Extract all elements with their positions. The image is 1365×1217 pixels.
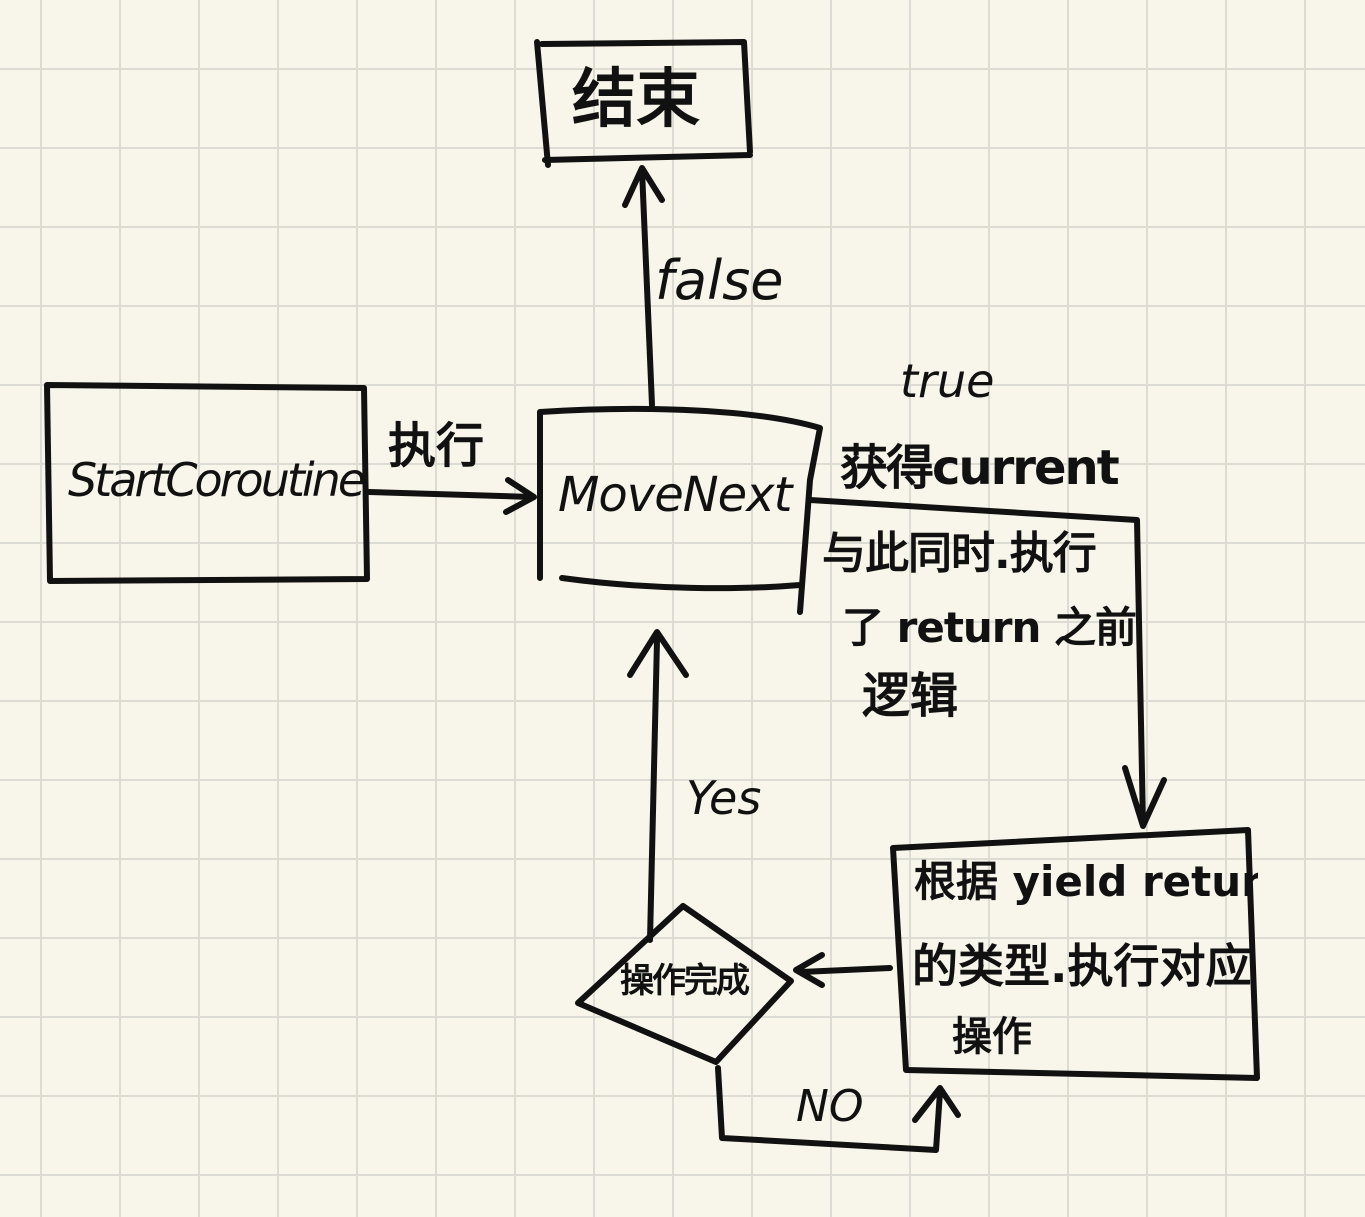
end-node-label: 结束 xyxy=(572,63,700,137)
yield-handler-line-1: 根据 yield return xyxy=(914,857,1258,906)
true-note-line-1: 获得current xyxy=(840,440,1120,496)
true-note-line-4: 逻辑 xyxy=(862,668,959,724)
yield-handler-line-3: 操作 xyxy=(952,1014,1032,1060)
no-edge-label: NO xyxy=(796,1081,864,1132)
true-note-line-2: 与此同时.执行 xyxy=(822,528,1097,579)
operation-done-label: 操作完成 xyxy=(620,961,750,1001)
yes-edge-label: Yes xyxy=(686,771,762,825)
operation-done-diamond xyxy=(575,903,794,1065)
execute-edge-label: 执行 xyxy=(388,418,485,474)
yield-handler-box xyxy=(890,827,1260,1081)
true-edge-label: true xyxy=(900,354,995,408)
edge-false-arrow xyxy=(622,165,665,408)
edge-to-decision-arrow xyxy=(793,952,893,988)
false-edge-label: false xyxy=(655,249,784,312)
edge-execute-arrow xyxy=(366,477,537,515)
edge-no-arrow xyxy=(715,1065,961,1153)
move-next-label: MoveNext xyxy=(558,467,792,523)
yield-handler-line-2: 的类型.执行对应 xyxy=(912,939,1252,993)
start-coroutine-label: StartCoroutine xyxy=(68,454,366,507)
true-note-line-3: 了 return 之前 xyxy=(842,603,1137,652)
edge-yes-arrow xyxy=(627,629,689,943)
edge-true-arrow xyxy=(807,497,1167,829)
start-coroutine-box xyxy=(44,382,370,584)
move-next-box xyxy=(537,405,823,615)
end-node-box xyxy=(534,39,753,168)
